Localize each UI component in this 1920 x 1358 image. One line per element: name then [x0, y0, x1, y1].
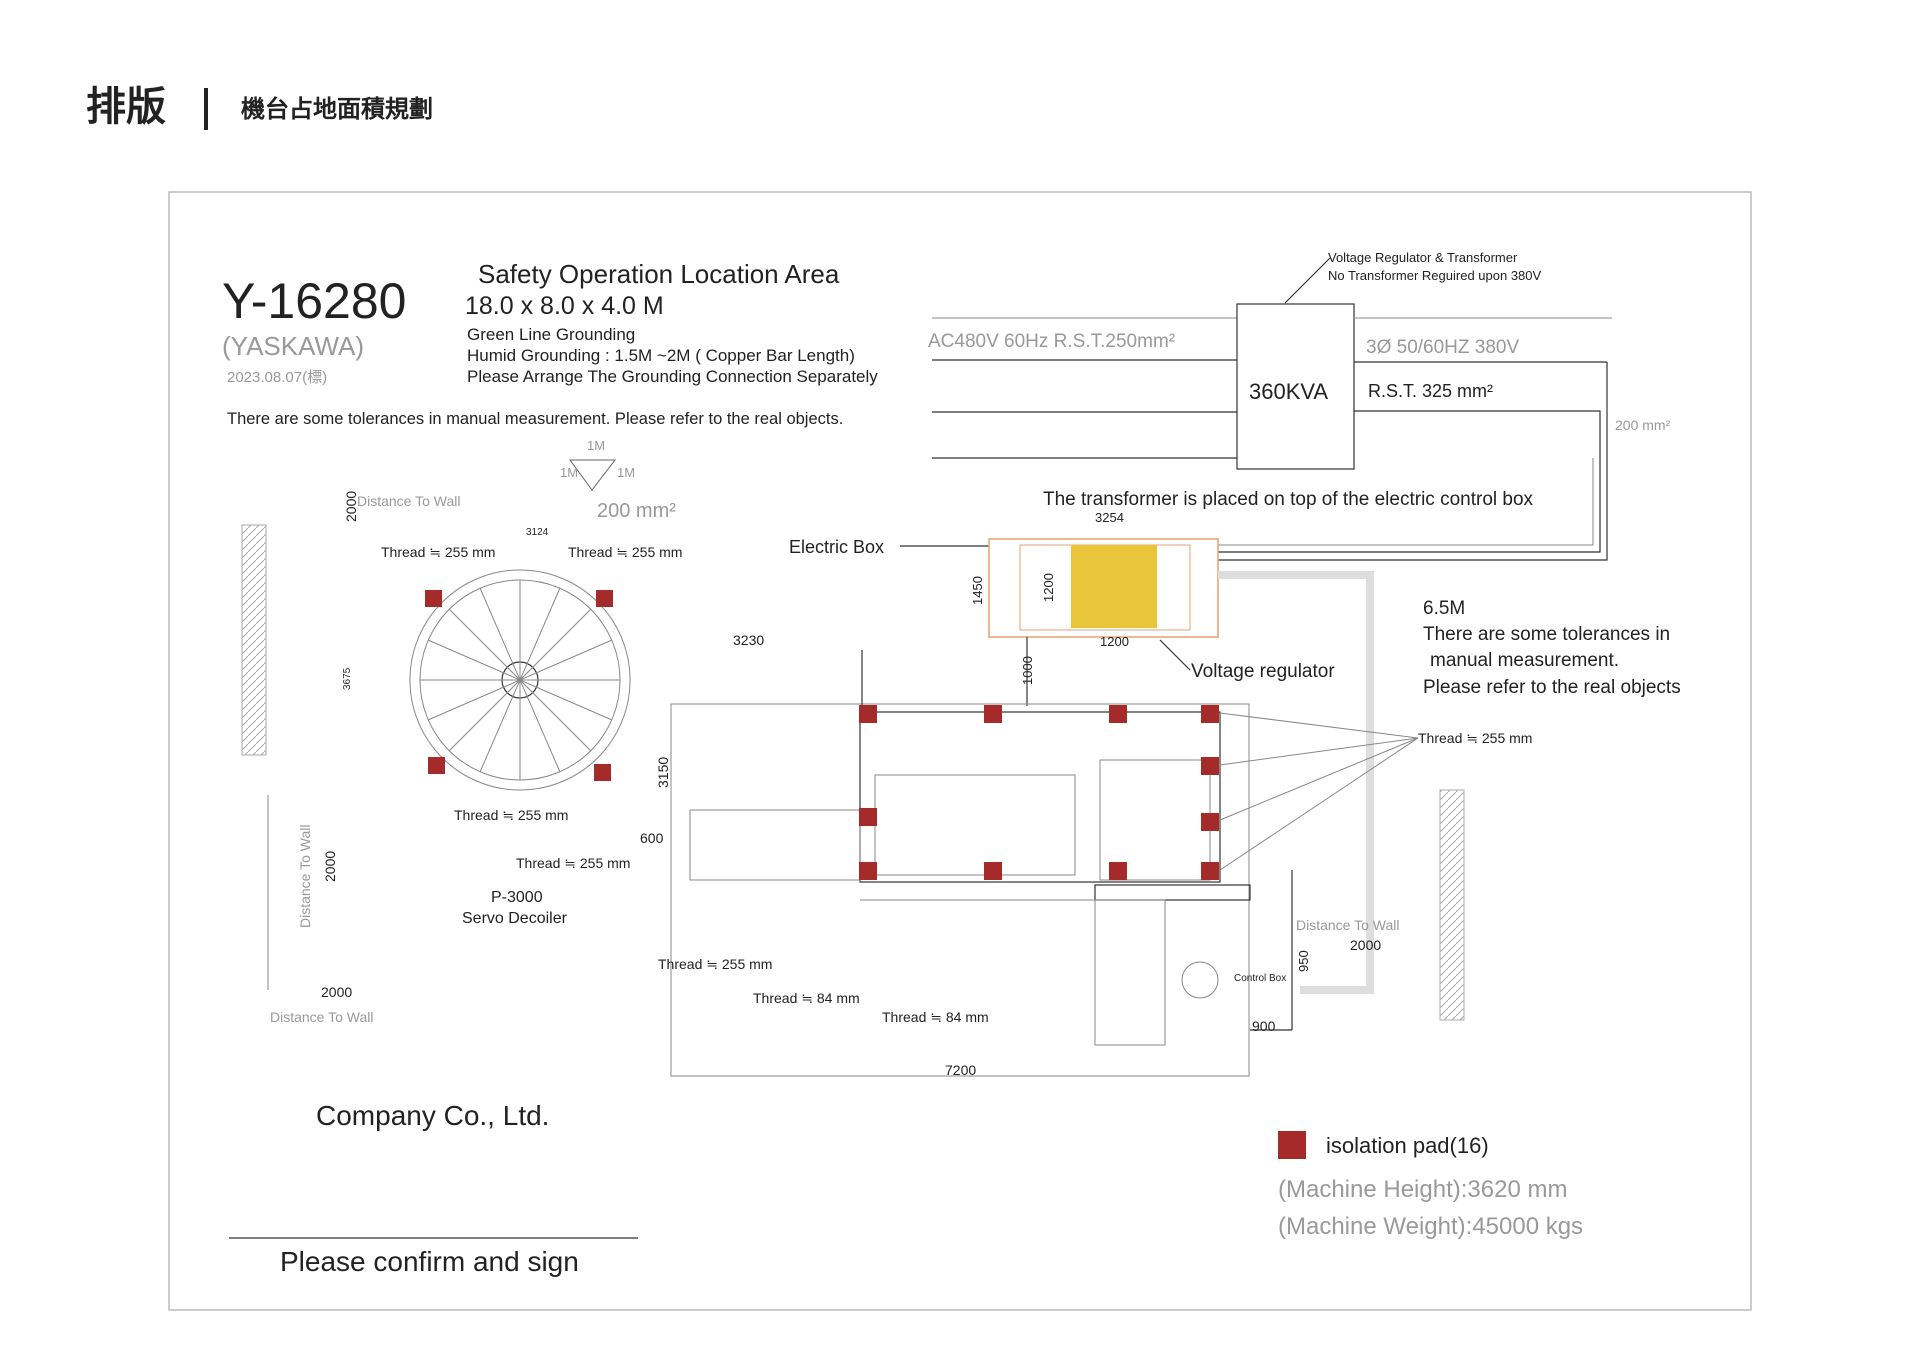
thread-label: Thread ≒ 255 mm: [658, 956, 772, 972]
transformer-kva: 360KVA: [1249, 379, 1328, 404]
company-name: Company Co., Ltd.: [316, 1100, 549, 1131]
power-output: 3Ø 50/60HZ 380V: [1366, 337, 1519, 358]
decoiler-model: P-3000: [491, 889, 543, 906]
machine-drawing: [670, 650, 1419, 1077]
ground-1m-left: 1M: [560, 465, 578, 480]
transformer-note: The transformer is placed on top of the …: [1043, 489, 1534, 510]
ground-size: 200 mm²: [1615, 417, 1671, 433]
dim-1200: 1200: [1041, 573, 1056, 602]
dim-3124: 3124: [526, 527, 549, 538]
tolerance-right-1: 6.5M: [1423, 598, 1465, 619]
dim-3150: 3150: [655, 757, 671, 788]
thread-label: Thread ≒ 255 mm: [516, 855, 630, 871]
machine-height: (Machine Height):3620 mm: [1278, 1176, 1567, 1203]
thread-label-84: Thread ≒ 84 mm: [753, 990, 860, 1006]
power-rst: R.S.T. 325 mm²: [1368, 381, 1493, 401]
safety-size: 18.0 x 8.0 x 4.0 M: [465, 292, 664, 320]
thread-label: Thread ≒ 255 mm: [454, 807, 568, 823]
grounding-line-1: Green Line Grounding: [467, 325, 635, 344]
isolation-pad-icon: [1278, 1131, 1306, 1159]
distance-wall-top: Distance To Wall: [357, 493, 460, 509]
dim-2000-right: 2000: [1350, 937, 1381, 953]
model-brand: (YASKAWA): [222, 331, 364, 361]
dim-2000-top: 2000: [343, 491, 359, 522]
transformer-box: [1236, 303, 1355, 470]
model-date: 2023.08.07(標): [227, 369, 327, 386]
confirm-sign-label: Please confirm and sign: [280, 1246, 579, 1277]
page-title: 排版: [86, 85, 166, 129]
decoiler-drawing: [409, 569, 631, 791]
dim-900: 900: [1252, 1018, 1276, 1034]
dim-3254: 3254: [1095, 510, 1124, 525]
dim-7200: 7200: [945, 1062, 976, 1078]
dim-1200-b: 1200: [1100, 634, 1129, 649]
voltage-regulator-block: [1071, 545, 1157, 628]
dim-3230: 3230: [733, 632, 764, 648]
dim-2000-left: 2000: [322, 851, 338, 882]
dim-950: 950: [1296, 950, 1311, 972]
drawing-frame: [168, 191, 1752, 1311]
model-name: Y-16280: [222, 273, 406, 329]
electric-box: [988, 538, 1219, 638]
ground-200: 200 mm²: [597, 500, 676, 522]
dim-2000-bottom: 2000: [321, 984, 352, 1000]
distance-wall-bottom: Distance To Wall: [270, 1009, 373, 1025]
regulator-note-1: Voltage Regulator & Transformer: [1328, 250, 1518, 265]
distance-wall-left: Distance To Wall: [297, 825, 313, 928]
decoiler-name: Servo Decoiler: [462, 910, 568, 927]
power-diagram: [932, 257, 1612, 561]
ground-1m: 1M: [587, 438, 605, 453]
electric-box-label: Electric Box: [789, 537, 884, 557]
thread-label: Thread ≒ 255 mm: [381, 544, 495, 560]
voltage-regulator-label: Voltage regulator: [1191, 661, 1335, 682]
pad-legend: isolation pad(16): [1326, 1133, 1489, 1158]
grounding-line-2: Humid Grounding : 1.5M ~2M ( Copper Bar …: [467, 346, 855, 365]
distance-wall-right: Distance To Wall: [1296, 917, 1399, 933]
tolerance-note: There are some tolerances in manual meas…: [227, 410, 843, 428]
grounding-line-3: Please Arrange The Grounding Connection …: [467, 367, 878, 386]
power-input: AC480V 60Hz R.S.T.250mm²: [928, 331, 1175, 352]
wall-right: [1439, 789, 1465, 1021]
tolerance-right-3: manual measurement.: [1430, 650, 1619, 671]
title-divider: [204, 88, 208, 130]
tolerance-right-4: Please refer to the real objects: [1423, 677, 1681, 698]
dim-1450: 1450: [970, 576, 985, 605]
dim-3675: 3675: [342, 667, 353, 690]
safety-title: Safety Operation Location Area: [478, 259, 840, 289]
control-box-label: Control Box: [1234, 973, 1286, 984]
wall-left: [241, 524, 267, 756]
tolerance-right-2: There are some tolerances in: [1423, 624, 1670, 645]
regulator-note-2: No Transformer Reguired upon 380V: [1328, 268, 1542, 283]
thread-label-right: Thread ≒ 255 mm: [1418, 730, 1532, 746]
thread-label: Thread ≒ 255 mm: [568, 544, 682, 560]
machine-weight: (Machine Weight):45000 kgs: [1278, 1213, 1583, 1240]
thread-label-84: Thread ≒ 84 mm: [882, 1009, 989, 1025]
dim-600: 600: [640, 830, 664, 846]
ground-1m-right: 1M: [617, 465, 635, 480]
page-subtitle: 機台占地面積規劃: [241, 95, 433, 123]
